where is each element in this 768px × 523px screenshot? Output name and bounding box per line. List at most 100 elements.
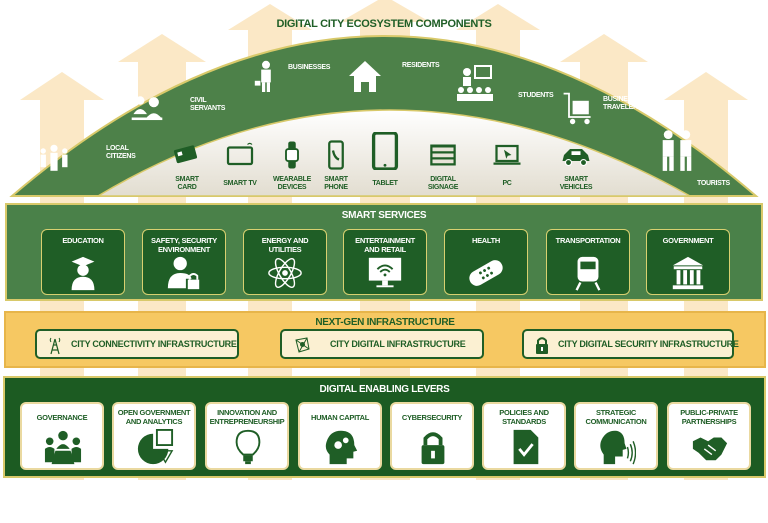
- label: PC: [502, 180, 512, 187]
- label: HUMAN CAPITAL: [310, 413, 370, 422]
- levers-title: DIGITAL ENABLING LEVERS: [319, 384, 450, 395]
- antenna-tower-icon: [49, 337, 61, 355]
- tablet-icon: [371, 131, 399, 171]
- lever-tile-cybersecurity[interactable]: CYBERSECURITY: [390, 402, 474, 470]
- lever-tile-human-capital[interactable]: HUMAN CAPITAL: [298, 402, 382, 470]
- car-icon: [562, 149, 590, 167]
- crowd-icon: [40, 144, 68, 171]
- padlock-icon: [536, 337, 548, 354]
- smart-card-icon: [172, 140, 202, 175]
- graduate-icon: [71, 256, 95, 291]
- house-icon: [349, 61, 381, 92]
- classroom-icon: [457, 65, 493, 101]
- label: CITY DIGITAL INFRASTRUCTURE: [330, 339, 466, 349]
- label: RESIDENTS: [402, 62, 440, 69]
- document-check-icon: [513, 429, 539, 465]
- bandage-icon: [469, 260, 503, 286]
- smartwatch-icon: [285, 141, 299, 169]
- signage-icon: [430, 144, 456, 166]
- car-icon: [561, 140, 591, 175]
- service-tile-government[interactable]: GOVERNMENT: [646, 229, 730, 295]
- atom-icon: [268, 258, 302, 288]
- government-building-icon: [672, 256, 704, 290]
- label: STUDENTS: [518, 92, 554, 99]
- businessman-icon: [254, 60, 271, 92]
- smartwatch-icon: [277, 140, 307, 175]
- smart-card-icon: [173, 145, 198, 164]
- label: EDUCATION: [62, 236, 104, 245]
- pie-chart-icon: [137, 428, 174, 465]
- smart-tv-icon: [226, 142, 254, 166]
- label: HEALTH: [471, 236, 501, 245]
- label: CITY DIGITAL SECURITY INFRASTRUCTURE: [558, 339, 739, 349]
- service-tile-education[interactable]: EDUCATION: [41, 229, 125, 295]
- padlock-icon: [421, 432, 445, 465]
- infrastructure-city-connectivity-infrastructure[interactable]: CITY CONNECTIVITY INFRASTRUCTURE: [35, 329, 239, 359]
- classroom-icon: [455, 64, 495, 109]
- office-workers-icon: [131, 96, 163, 121]
- lightbulb-icon: [235, 429, 261, 465]
- label: CITY CONNECTIVITY INFRASTRUCTURE: [71, 339, 237, 349]
- label: BUSINESSES: [288, 64, 331, 71]
- laptop-icon: [493, 144, 521, 165]
- smartphone-icon: [328, 140, 344, 170]
- infrastructure-title: NEXT-GEN INFRASTRUCTURE: [315, 317, 455, 328]
- crowd-icon: [36, 142, 72, 183]
- luggage-cart-icon: [560, 90, 596, 131]
- label: TABLET: [372, 180, 398, 187]
- diagram-title: DIGITAL CITY ECOSYSTEM COMPONENTS: [276, 18, 492, 30]
- label: SMART TV: [223, 180, 257, 187]
- businessman-icon: [250, 60, 282, 97]
- tourists-icon: [662, 130, 692, 171]
- train-icon: [575, 256, 601, 291]
- label: GOVERNMENT: [662, 236, 714, 245]
- smart-services-panel: SMART SERVICES EDUCATION SAFETY, SECURITY…: [5, 203, 763, 301]
- tourists-icon: [655, 128, 699, 177]
- tablet-icon: [366, 131, 404, 175]
- smart-tv-icon: [225, 140, 255, 175]
- meeting-icon: [44, 430, 82, 465]
- label: GOVERNANCE: [36, 413, 88, 422]
- infrastructure-city-digital-security-infrastructure[interactable]: CITY DIGITAL SECURITY INFRASTRUCTURE: [522, 329, 739, 359]
- label: CYBERSECURITY: [401, 413, 463, 422]
- house-icon: [345, 56, 385, 101]
- service-tile-transportation[interactable]: TRANSPORTATION: [546, 229, 630, 295]
- handshake-icon: [692, 437, 728, 461]
- head-gears-icon: [325, 430, 358, 465]
- infrastructure-city-digital-infrastructure[interactable]: CITY DIGITAL INFRASTRUCTURE: [280, 329, 484, 359]
- signage-icon: [428, 140, 458, 175]
- lever-tile-governance[interactable]: GOVERNANCE: [20, 402, 104, 470]
- label: TOURISTS: [697, 180, 730, 187]
- laptop-icon: [492, 140, 522, 175]
- label: TRANSPORTATION: [555, 236, 621, 245]
- wifi-monitor-icon: [368, 257, 402, 288]
- speaking-head-icon: [600, 430, 636, 465]
- service-tile-health[interactable]: HEALTH: [444, 229, 528, 295]
- smart-services-title: SMART SERVICES: [341, 210, 427, 221]
- digital-enabling-levers-panel: DIGITAL ENABLING LEVERS GOVERNANCE OPEN G…: [3, 376, 766, 478]
